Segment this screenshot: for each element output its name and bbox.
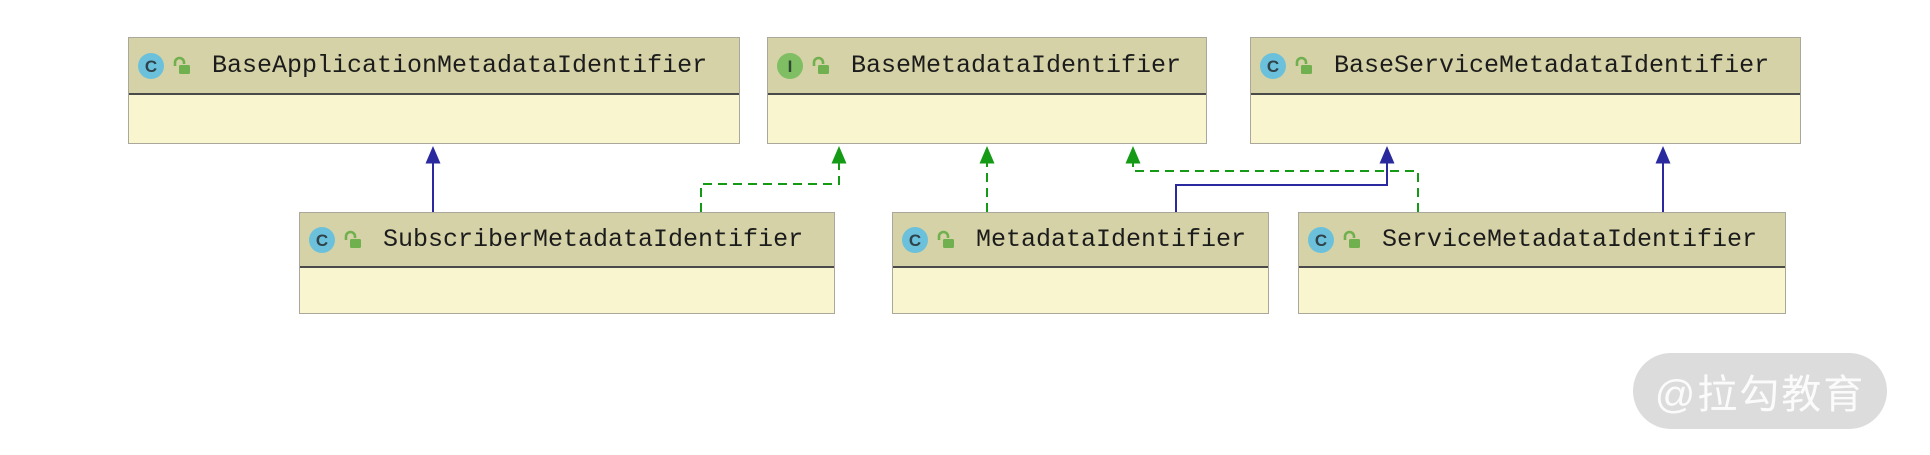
class-name-label: MetadataIdentifier [976, 225, 1247, 254]
node-base-application-metadata-identifier[interactable]: C BaseApplicationMetadataIdentifier [128, 37, 740, 144]
edge-service-implements-base-metadata [1125, 146, 1419, 212]
edge-metadata-implements-base-metadata [979, 146, 995, 212]
interface-badge-icon: I [777, 52, 803, 79]
node-base-metadata-identifier[interactable]: I BaseMetadataIdentifier [767, 37, 1207, 144]
fields-compartment [893, 268, 1268, 313]
edge-line [1175, 162, 1388, 212]
edge-arrowhead-icon [425, 146, 441, 164]
class-badge-icon: C [309, 226, 335, 253]
fields-compartment [1251, 95, 1800, 143]
edge-subscriber-extends-base-application [425, 146, 441, 212]
edge-service-extends-base-service [1655, 146, 1671, 212]
watermark-text: @拉勾教育 [1654, 373, 1866, 417]
interface-header: I BaseMetadataIdentifier [768, 38, 1206, 95]
edge-metadata-extends-base-service [1175, 146, 1395, 212]
unlocked-padlock-icon [173, 56, 190, 74]
class-header: C BaseServiceMetadataIdentifier [1251, 38, 1800, 95]
class-header: C MetadataIdentifier [893, 213, 1268, 268]
class-badge-icon: C [138, 52, 164, 79]
class-header: C SubscriberMetadataIdentifier [300, 213, 834, 268]
class-badge-icon: C [902, 226, 928, 253]
edge-arrowhead-icon [1125, 146, 1141, 164]
unlocked-padlock-icon [812, 56, 829, 74]
edge-subscriber-implements-base-metadata [700, 146, 847, 212]
edge-line [700, 162, 840, 212]
class-header: C BaseApplicationMetadataIdentifier [129, 38, 739, 95]
class-header: C ServiceMetadataIdentifier [1299, 213, 1785, 268]
fields-compartment [129, 95, 739, 143]
class-badge-icon: C [1260, 52, 1286, 79]
edge-line [1132, 162, 1419, 212]
edge-arrowhead-icon [1655, 146, 1671, 164]
class-name-label: ServiceMetadataIdentifier [1382, 225, 1758, 254]
fields-compartment [1299, 268, 1785, 313]
class-name-label: SubscriberMetadataIdentifier [383, 225, 804, 254]
unlocked-padlock-icon [1343, 230, 1360, 248]
node-metadata-identifier[interactable]: C MetadataIdentifier [892, 212, 1269, 314]
interface-name-label: BaseMetadataIdentifier [851, 51, 1182, 80]
class-name-label: BaseServiceMetadataIdentifier [1334, 51, 1770, 80]
unlocked-padlock-icon [1295, 56, 1312, 74]
node-service-metadata-identifier[interactable]: C ServiceMetadataIdentifier [1298, 212, 1786, 314]
class-name-label: BaseApplicationMetadataIdentifier [212, 51, 708, 80]
watermark-badge: @拉勾教育 [1633, 353, 1887, 429]
unlocked-padlock-icon [937, 230, 954, 248]
node-base-service-metadata-identifier[interactable]: C BaseServiceMetadataIdentifier [1250, 37, 1801, 144]
fields-compartment [768, 95, 1206, 143]
edge-arrowhead-icon [979, 146, 995, 164]
node-subscriber-metadata-identifier[interactable]: C SubscriberMetadataIdentifier [299, 212, 835, 314]
unlocked-padlock-icon [344, 230, 361, 248]
edge-arrowhead-icon [1379, 146, 1395, 164]
edge-arrowhead-icon [831, 146, 847, 164]
fields-compartment [300, 268, 834, 313]
class-badge-icon: C [1308, 226, 1334, 253]
